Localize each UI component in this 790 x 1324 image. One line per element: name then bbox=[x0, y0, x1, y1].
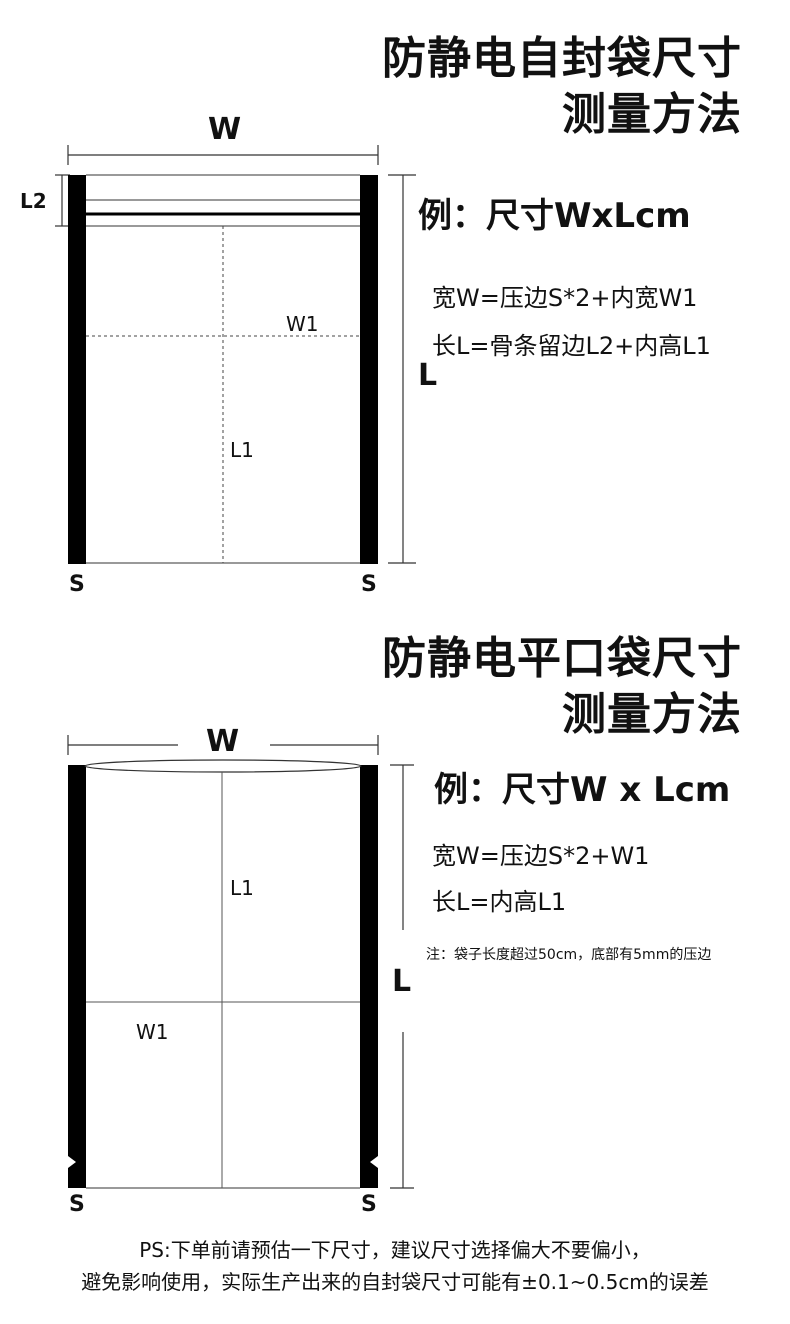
section1-inner-measure-lines bbox=[86, 226, 360, 563]
section2-width-label: W bbox=[206, 724, 240, 759]
section2-bag-outline bbox=[68, 759, 378, 1189]
section1-formula-width: 宽W=压边S*2+内宽W1 bbox=[432, 284, 698, 312]
section2-width-dimension bbox=[67, 735, 379, 755]
section2-inner-measure-lines bbox=[86, 772, 360, 1188]
section2-w1-label: W1 bbox=[136, 1020, 169, 1044]
section1-w1-label: W1 bbox=[286, 312, 319, 336]
section2-length-dimension bbox=[390, 764, 414, 1189]
section1-length-dimension bbox=[388, 174, 416, 564]
section2-title-line2: 测量方法 bbox=[562, 689, 742, 740]
section1-length-label: L bbox=[418, 358, 438, 393]
footer-note-line2: 避免影响使用，实际生产出来的自封袋尺寸可能有±0.1~0.5cm的误差 bbox=[81, 1270, 709, 1294]
section1-l2-label: L2 bbox=[20, 189, 47, 213]
section2-length-label: L bbox=[392, 964, 412, 999]
section1-title-line1: 防静电自封袋尺寸 bbox=[382, 33, 742, 84]
section2-l1-label: L1 bbox=[230, 876, 254, 900]
section2-title-line1: 防静电平口袋尺寸 bbox=[382, 633, 742, 684]
section2-formula-width: 宽W=压边S*2+W1 bbox=[432, 842, 650, 870]
section2-formula-length: 长L=内高L1 bbox=[432, 888, 567, 916]
section1-width-label: W bbox=[208, 112, 242, 147]
section2-example: 例：尺寸W x Lcm bbox=[434, 770, 731, 810]
section1-title-line2: 测量方法 bbox=[562, 89, 742, 140]
section1-example: 例：尺寸WxLcm bbox=[418, 196, 691, 236]
section1-width-dimension bbox=[67, 145, 379, 165]
section1-formula-length: 长L=骨条留边L2+内高L1 bbox=[432, 332, 711, 360]
section2-seal-left-label: S bbox=[69, 1192, 85, 1217]
section2-seal-right-label: S bbox=[361, 1192, 377, 1217]
section1-seal-right-label: S bbox=[361, 572, 377, 597]
section1-l1-label: L1 bbox=[230, 438, 254, 462]
footer-note-line1: PS:下单前请预估一下尺寸，建议尺寸选择偏大不要偏小， bbox=[139, 1238, 651, 1262]
section1-seal-left-label: S bbox=[69, 572, 85, 597]
section1-l2-dimension bbox=[55, 174, 70, 227]
section2-note: 注：袋子长度超过50cm，底部有5mm的压边 bbox=[426, 947, 712, 963]
